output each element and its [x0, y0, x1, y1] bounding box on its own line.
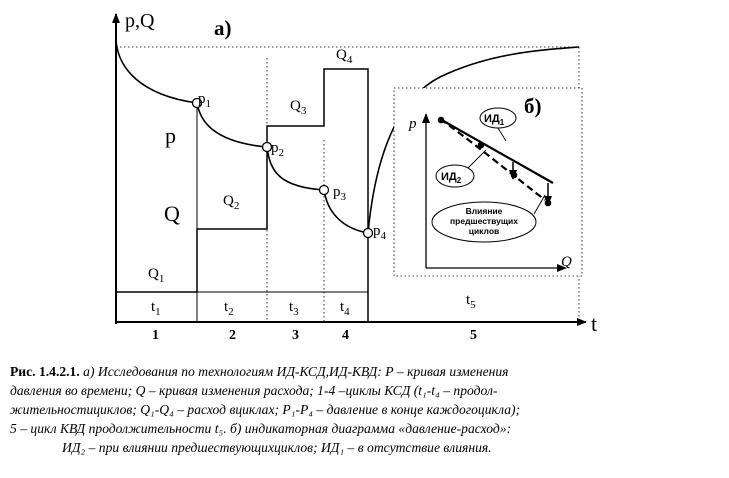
- influence-bubble: [431, 201, 537, 243]
- caption-line-4: 5 – цикл КВД продолжительности t₅. б) ин…: [10, 421, 512, 436]
- caption-line-5: ИД₂ – при влиянии предшествующихциклов; …: [62, 440, 492, 455]
- influence-pointer: [533, 194, 546, 215]
- pressure-point-4: [362, 227, 374, 239]
- id2-bubble: [435, 164, 475, 188]
- pressure-point-3: [318, 184, 330, 196]
- panel-a-label: а): [214, 16, 232, 40]
- cycle-number-4: 4: [342, 328, 349, 343]
- inset-point-2: [477, 141, 485, 149]
- curve-p-label: p: [165, 123, 176, 148]
- pressure-label-3: p3: [333, 184, 347, 203]
- cycle-number-5: 5: [470, 328, 477, 343]
- flow-label-3: Q3: [290, 98, 307, 117]
- indicator-diagram-inset: p Q б) ИД1 ИД2 Влияние предшествущих цик…: [393, 87, 583, 277]
- inset-point-3: [510, 171, 518, 179]
- inset-x-label: Q: [561, 254, 572, 270]
- id1-pointer: [497, 127, 507, 142]
- pressure-point-1: [191, 97, 203, 109]
- y-axis-label: p,Q: [125, 10, 155, 32]
- pressure-point-2: [261, 141, 273, 153]
- id1-label: ИД1: [484, 113, 505, 127]
- caption-line-2: давления во времени; Q – кривая изменени…: [10, 383, 498, 398]
- duration-label-4: t4: [340, 299, 350, 318]
- id2-pointer: [467, 149, 487, 169]
- duration-label-2: t2: [224, 299, 234, 318]
- cycle-number-1: 1: [152, 328, 159, 343]
- pressure-label-4: p4: [373, 223, 387, 242]
- duration-label-1: t1: [151, 299, 161, 318]
- figure-caption: Рис. 1.4.2.1. а) Исследования по техноло…: [10, 362, 722, 457]
- duration-label-5: t5: [466, 292, 476, 311]
- cycle-number-2: 2: [229, 328, 236, 343]
- cycle-number-3: 3: [292, 328, 299, 343]
- pressure-label-2: p2: [271, 140, 284, 159]
- curve-q-label: Q: [164, 201, 180, 226]
- flow-label-4: Q4: [336, 47, 353, 66]
- inset-y-label: p: [408, 116, 417, 132]
- caption-text-1: а) Исследования по технологиям ИД-КСД,ИД…: [83, 364, 509, 379]
- flow-rate-curve: [116, 68, 579, 323]
- caption-line-3: жительностициклов; Q₁-Q₄ – расход вцикла…: [10, 402, 521, 417]
- id1-line: [439, 118, 554, 184]
- caption-label: Рис. 1.4.2.1.: [10, 364, 80, 379]
- flow-label-1: Q1: [148, 266, 164, 285]
- influence-text-1: Влияние: [466, 206, 503, 216]
- id2-label: ИД2: [441, 171, 462, 185]
- x-axis-label: t: [591, 311, 597, 336]
- caption-line-1: Рис. 1.4.2.1. а) Исследования по техноло…: [10, 362, 722, 381]
- duration-label-3: t3: [289, 299, 299, 318]
- influence-text-2: предшествущих: [450, 216, 518, 226]
- influence-text-3: циклов: [469, 226, 500, 236]
- panel-b-label: б): [524, 94, 542, 118]
- id2-line: [439, 118, 546, 201]
- flow-label-2: Q2: [223, 193, 239, 212]
- pressure-label-1: p1: [198, 91, 211, 110]
- inset-point-1: [437, 116, 445, 124]
- pressure-flow-figure: p,Q t а) p Q Q1 Q2 Q3 Q4 p1 p2 p3 p4 t1 …: [112, 10, 597, 343]
